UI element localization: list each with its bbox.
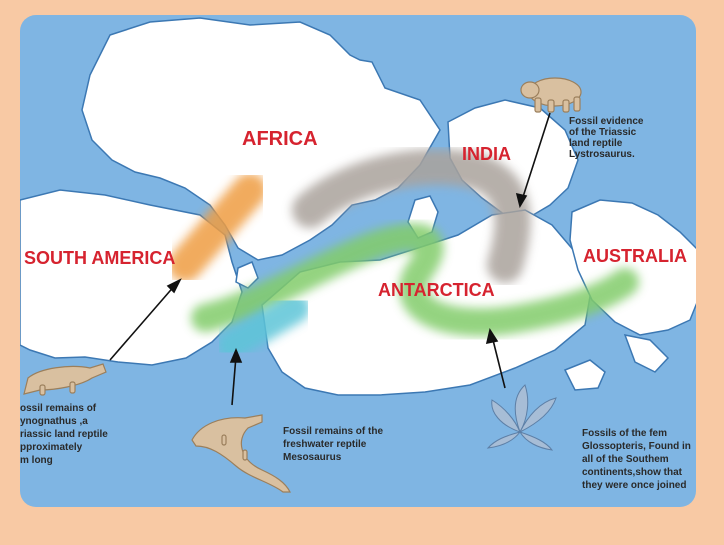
arrow-lystrosaurus xyxy=(521,112,551,201)
label-antarctica: ANTARCTICA xyxy=(378,280,495,300)
island xyxy=(235,261,259,289)
mesosaurus-caption: Fossil remains of the freshwater reptile… xyxy=(283,426,386,463)
caption-line: Mesosaurus xyxy=(283,452,342,463)
caption-line: ossil remains of xyxy=(20,403,97,414)
glossopteris-band xyxy=(191,223,639,337)
caption-line: m long xyxy=(20,455,53,466)
mesosaurus-band xyxy=(217,293,310,360)
caption-line: Fossil remains of the xyxy=(283,426,383,437)
caption-line: land reptile xyxy=(569,138,623,149)
caption-line: Lystrosaurus. xyxy=(569,149,635,160)
caption-line: riassic land reptile xyxy=(20,429,108,440)
caption-line: Glossopteris, Found in xyxy=(582,441,691,452)
caption-line: all of the Southem xyxy=(582,454,669,465)
caption-line: pproximately xyxy=(20,442,83,453)
arrow-glossopteris xyxy=(491,335,506,389)
arrowhead-icon xyxy=(166,278,182,294)
mesosaurus-icon xyxy=(191,414,291,493)
island xyxy=(563,359,606,391)
fossil-bands xyxy=(168,148,639,360)
cynognathus-caption: ossil remains of ynognathus ,a riassic l… xyxy=(20,403,111,466)
arrow-mesosaurus xyxy=(231,355,237,406)
glossopteris-icon xyxy=(486,384,557,451)
caption-line: Fossil evidence xyxy=(569,116,644,127)
label-south-america: SOUTH AMERICA xyxy=(24,248,175,268)
arrowhead-icon xyxy=(229,347,243,363)
arrowhead-icon xyxy=(515,192,528,209)
caption-line: of the Triassic xyxy=(569,127,637,138)
label-africa: AFRICA xyxy=(242,128,318,150)
island xyxy=(623,334,670,373)
label-india: INDIA xyxy=(462,144,511,164)
caption-line: Fossils of the fem xyxy=(582,428,667,439)
south-america-landmass xyxy=(20,189,243,366)
arrow-cynognathus xyxy=(109,283,177,361)
cynognathus-band xyxy=(168,173,267,282)
arrows xyxy=(109,112,551,406)
caption-line: continents,show that xyxy=(582,467,683,478)
caption-line: ynognathus ,a xyxy=(20,416,88,427)
glossopteris-caption: Fossils of the fem Glossopteris, Found i… xyxy=(582,428,694,491)
cynognathus-icon xyxy=(23,363,107,396)
lystrosaurus-icon xyxy=(520,77,582,113)
caption-line: freshwater reptile xyxy=(283,439,367,450)
caption-line: they were once joined xyxy=(582,480,686,491)
lystrosaurus-band xyxy=(292,148,531,283)
arrowhead-icon xyxy=(485,327,499,345)
label-australia: AUSTRALIA xyxy=(583,246,687,266)
lystrosaurus-caption: Fossil evidence of the Triassic land rep… xyxy=(569,116,646,160)
